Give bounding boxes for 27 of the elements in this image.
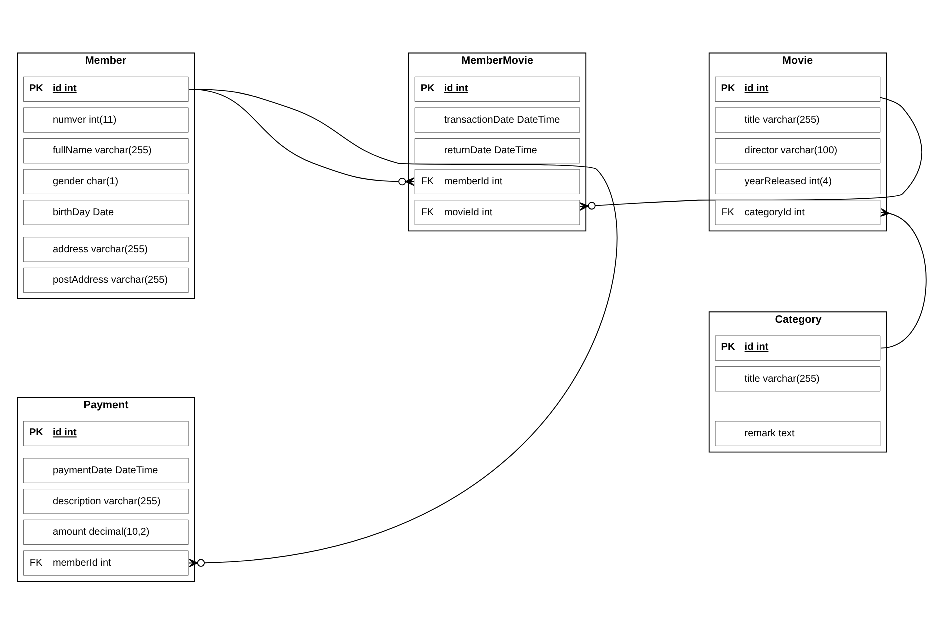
node-box: paymentDate DateTime (23, 458, 189, 483)
node-box: transactionDate DateTime (414, 107, 580, 132)
node-box: address varchar(255) (23, 236, 189, 262)
node-box: amount decimal(10,2) (23, 519, 189, 544)
node-box: PK id int (414, 76, 580, 102)
node-box: postAddress varchar(255) (23, 267, 189, 293)
connector (880, 208, 927, 348)
node-box: FK memberId int (414, 168, 580, 194)
node-box: numver int(11) (23, 107, 189, 132)
node-box: fullName varchar(255) (23, 138, 189, 164)
node-box: FK memberId int (23, 550, 189, 576)
node-box: description varchar(255) (23, 488, 189, 514)
node-box: yearReleased int(4) (715, 168, 881, 194)
node-box: FK movieId int (414, 200, 580, 225)
node-box: gender char(1) (23, 168, 189, 194)
node-box: PK id int (23, 420, 189, 446)
node-box: remark text (715, 420, 881, 446)
node-box: FK categoryId int (715, 200, 881, 225)
node-box: director varchar(100) (715, 138, 881, 164)
node-box: title varchar(255) (715, 107, 881, 132)
node-box: PK id int (23, 76, 189, 102)
node-box: title varchar(255) (715, 366, 881, 392)
node-box: PK id int (715, 76, 881, 102)
node-box: birthDay Date (23, 200, 189, 225)
connector (188, 88, 617, 568)
node-box: returnDate DateTime (414, 138, 580, 164)
node-box: PK id int (715, 335, 881, 360)
